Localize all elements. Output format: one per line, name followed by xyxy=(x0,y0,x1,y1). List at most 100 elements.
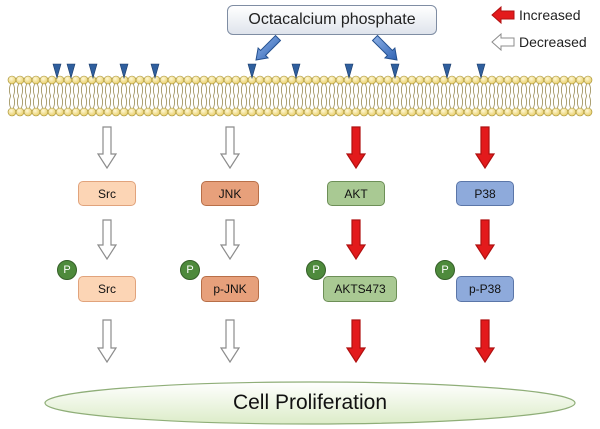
lipid-head xyxy=(295,75,305,85)
lipid-head xyxy=(575,75,585,85)
flow-arrow-middle xyxy=(219,219,241,261)
lipid-tail xyxy=(241,83,247,97)
flow-arrow-middle xyxy=(474,219,496,261)
lipid-head xyxy=(503,107,513,117)
lipid-head xyxy=(159,107,169,117)
lipid-head xyxy=(407,75,417,85)
lipid-tail xyxy=(225,83,231,97)
lipid-tail xyxy=(353,95,359,109)
lipid-tail xyxy=(561,95,567,109)
lipid-head xyxy=(559,107,569,117)
lipid-head xyxy=(279,75,289,85)
lipid-head xyxy=(191,75,201,85)
lipid-tail xyxy=(289,95,295,109)
lipid-tail xyxy=(393,95,399,109)
lipid-head xyxy=(255,75,265,85)
lipid-tail xyxy=(257,83,263,97)
lipid-head xyxy=(71,107,81,117)
lipid-tail xyxy=(577,83,583,97)
lipid-tail xyxy=(433,95,439,109)
lipid-tail xyxy=(57,83,63,97)
lipid-tail xyxy=(401,83,407,97)
lipid-head xyxy=(15,75,25,85)
lipid-tail xyxy=(585,95,591,109)
lipid-tail xyxy=(137,83,143,97)
lipid-tail xyxy=(233,95,239,109)
lipid-head xyxy=(311,107,321,117)
phospho-protein-node: AKTS473 xyxy=(323,276,397,302)
lipid-tail xyxy=(393,83,399,97)
lipid-tail xyxy=(441,95,447,109)
lipid-head xyxy=(399,75,409,85)
lipid-head xyxy=(447,75,457,85)
lipid-head xyxy=(335,75,345,85)
lipid-head xyxy=(391,75,401,85)
lipid-head xyxy=(47,107,57,117)
lipid-tail xyxy=(521,83,527,97)
legend-arrows xyxy=(491,5,515,52)
lipid-head xyxy=(351,107,361,117)
lipid-head xyxy=(215,107,225,117)
lipid-head xyxy=(7,107,17,117)
lipid-tail xyxy=(105,83,111,97)
lipid-tail xyxy=(513,83,519,97)
lipid-tail xyxy=(481,83,487,97)
lipid-head xyxy=(63,107,73,117)
lipid-tail xyxy=(281,95,287,109)
receptor-icon xyxy=(150,63,160,80)
lipid-head xyxy=(303,107,313,117)
lipid-tail xyxy=(337,83,343,97)
lipid-tail xyxy=(17,95,23,109)
lipid-head xyxy=(319,107,329,117)
lipid-head xyxy=(55,107,65,117)
lipid-head xyxy=(423,107,433,117)
lipid-head xyxy=(399,107,409,117)
lipid-head xyxy=(415,107,425,117)
lipid-tail xyxy=(401,95,407,109)
lipid-tail xyxy=(185,95,191,109)
lipid-head xyxy=(87,75,97,85)
protein-node: JNK xyxy=(201,181,259,206)
lipid-tail xyxy=(345,95,351,109)
lipid-head xyxy=(167,107,177,117)
lipid-tail xyxy=(521,95,527,109)
flow-arrow-top xyxy=(345,126,367,170)
legend-decreased-label: Decreased xyxy=(519,34,587,50)
lipid-tail xyxy=(505,95,511,109)
flow-arrow-top xyxy=(474,126,496,170)
flow-arrow-middle xyxy=(345,219,367,261)
receptor-icon xyxy=(344,63,354,80)
lipid-head xyxy=(471,107,481,117)
lipid-tail xyxy=(81,95,87,109)
lipid-tail xyxy=(201,95,207,109)
lipid-head xyxy=(95,75,105,85)
lipid-tail xyxy=(193,95,199,109)
lipid-tail xyxy=(177,83,183,97)
lipid-head xyxy=(23,75,33,85)
lipid-head xyxy=(327,107,337,117)
protein-node: AKT xyxy=(327,181,385,206)
lipid-head xyxy=(183,75,193,85)
receptor-icon xyxy=(291,63,301,80)
decreased-arrow-icon xyxy=(491,32,515,52)
lipid-tail xyxy=(585,83,591,97)
lipid-tail xyxy=(425,83,431,97)
receptor-icon xyxy=(88,63,98,80)
phospho-protein-node: Src xyxy=(78,276,136,302)
lipid-head xyxy=(223,75,233,85)
lipid-tail xyxy=(169,83,175,97)
lipid-tail xyxy=(425,95,431,109)
lipid-tail xyxy=(537,95,543,109)
lipid-tail xyxy=(457,83,463,97)
lipid-head xyxy=(295,107,305,117)
lipid-head xyxy=(383,75,393,85)
lipid-head xyxy=(351,75,361,85)
lipid-head xyxy=(471,75,481,85)
lipid-head xyxy=(391,107,401,117)
ligand-label: Octacalcium phosphate xyxy=(248,11,416,28)
lipid-tail xyxy=(457,95,463,109)
flow-arrows xyxy=(96,126,496,364)
lipid-head xyxy=(455,75,465,85)
lipid-head xyxy=(79,75,89,85)
lipid-tail xyxy=(41,83,47,97)
